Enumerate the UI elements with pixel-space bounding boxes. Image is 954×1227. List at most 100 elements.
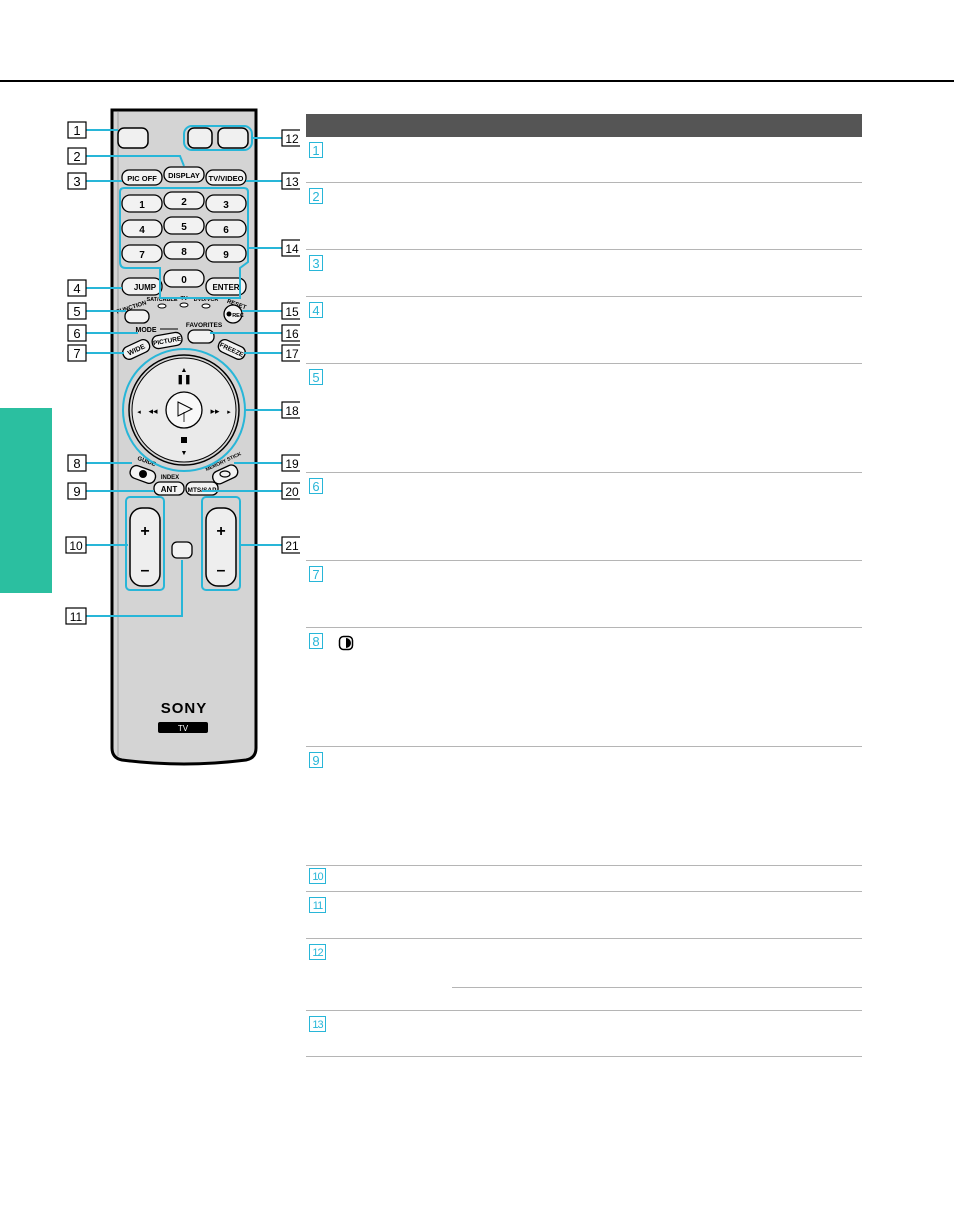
table-row: 11 xyxy=(306,892,862,939)
digit-button[interactable] xyxy=(121,219,163,238)
callout-number: 20 xyxy=(285,485,299,499)
top-rule xyxy=(0,80,954,82)
brand-logo: SONY xyxy=(161,700,208,717)
play-icon xyxy=(177,401,194,417)
table-row: 7 xyxy=(306,561,862,628)
digit-button[interactable] xyxy=(205,194,247,213)
digit-label: 1 xyxy=(139,200,145,211)
table-row: 2 xyxy=(306,183,862,250)
row-number: 12 xyxy=(309,944,326,960)
row-number: 5 xyxy=(309,369,323,385)
guide-icon xyxy=(139,470,147,478)
table-row: 12 xyxy=(306,939,862,1011)
callout-number: 21 xyxy=(285,539,299,553)
wide-button[interactable] xyxy=(121,338,152,362)
table-row: 4 xyxy=(306,297,862,364)
table-row: 6 xyxy=(306,473,862,561)
digit-button[interactable] xyxy=(121,194,163,213)
rec-button[interactable] xyxy=(223,304,243,324)
digit-button[interactable] xyxy=(205,219,247,238)
callout-number: 16 xyxy=(285,327,299,341)
function-button[interactable] xyxy=(124,309,150,324)
display-button[interactable] xyxy=(163,166,205,183)
table-row: 1 xyxy=(306,137,862,183)
callout-number: 1 xyxy=(73,123,80,138)
pic-off-button[interactable] xyxy=(121,169,163,186)
digit-label: 6 xyxy=(223,225,229,236)
pic-off-label: PIC OFF xyxy=(127,174,157,183)
display-label: DISPLAY xyxy=(168,171,200,180)
channel-minus-label: – xyxy=(217,562,226,579)
index-label: INDEX xyxy=(161,475,179,481)
digit-button[interactable] xyxy=(121,244,163,263)
channel-rocker[interactable] xyxy=(205,507,237,587)
digit-label: 3 xyxy=(223,200,229,211)
table-row: 13 xyxy=(306,1011,862,1057)
tv-video-label: TV/VIDEO xyxy=(208,174,243,183)
volume-plus-label: + xyxy=(140,523,149,540)
aux-button-left[interactable] xyxy=(187,127,213,149)
power-button[interactable] xyxy=(117,127,149,149)
row-divider xyxy=(452,987,862,988)
digit-label: 7 xyxy=(139,250,145,261)
callout-lines xyxy=(86,125,282,617)
down-arrow-icon: ▼ xyxy=(181,450,188,457)
freeze-button[interactable] xyxy=(216,338,247,362)
callout-number: 2 xyxy=(73,149,80,164)
table-row: 9 xyxy=(306,747,862,866)
picture-button[interactable] xyxy=(151,331,183,350)
muting-button[interactable] xyxy=(171,541,193,559)
tv-video-button[interactable] xyxy=(205,169,247,186)
mode-indicator-led xyxy=(157,303,167,309)
sat-cable-label: SAT/CABLE xyxy=(146,297,177,303)
digit-button[interactable] xyxy=(163,269,205,288)
callout-number: 8 xyxy=(73,456,80,471)
callout-number: 12 xyxy=(285,132,299,146)
tv-badge-label: TV xyxy=(178,724,189,733)
row-number: 9 xyxy=(309,752,323,768)
digit-button[interactable] xyxy=(163,241,205,260)
table-row: 3 xyxy=(306,250,862,297)
mode-indicator-led xyxy=(179,302,189,308)
callout-number: 18 xyxy=(285,404,299,418)
digit-button[interactable] xyxy=(163,216,205,235)
callout-number: 15 xyxy=(285,305,299,319)
digit-label: 4 xyxy=(139,225,145,236)
digit-button[interactable] xyxy=(205,244,247,263)
callout-number: 4 xyxy=(73,281,80,296)
mode-label: MODE xyxy=(136,327,157,334)
row-number: 8 xyxy=(309,633,323,649)
memory-stick-button[interactable] xyxy=(211,463,240,486)
ant-button[interactable] xyxy=(153,481,185,496)
section-tab xyxy=(0,408,52,593)
stop-icon xyxy=(181,437,187,443)
jump-button[interactable] xyxy=(121,277,163,296)
volume-rocker[interactable] xyxy=(129,507,161,587)
row-number: 6 xyxy=(309,478,323,494)
callout-number: 10 xyxy=(69,539,83,553)
row-number: 13 xyxy=(309,1016,326,1032)
table-header xyxy=(306,114,862,137)
mode-indicator-led xyxy=(201,303,211,309)
tv-badge xyxy=(158,722,208,733)
enter-button[interactable] xyxy=(205,277,247,296)
right-arrow-icon: ▸ xyxy=(227,409,231,416)
fast-forward-icon: ▸▸ xyxy=(210,406,220,416)
callout-boxes: 1 2 3 4 5 6 7 8 9 10 11 12 13 14 15 16 1… xyxy=(65,121,300,625)
memory-stick-icon xyxy=(219,470,231,478)
left-arrow-icon: ◂ xyxy=(137,409,141,416)
favorites-button[interactable] xyxy=(187,329,215,344)
callout-number: 17 xyxy=(285,347,299,361)
digit-label: 8 xyxy=(181,247,187,258)
digit-button[interactable] xyxy=(163,191,205,210)
rewind-icon: ◂◂ xyxy=(148,406,158,416)
callout-number: 3 xyxy=(73,174,80,189)
ant-label: ANT xyxy=(161,485,178,494)
jump-label: JUMP xyxy=(134,283,157,292)
aux-button-right[interactable] xyxy=(217,127,249,149)
rec-label: REC xyxy=(232,313,244,319)
select-button[interactable] xyxy=(165,391,203,429)
picture-label: PICTURE xyxy=(153,335,183,347)
table-row: 10 xyxy=(306,866,862,892)
digit-label: 2 xyxy=(181,197,187,208)
